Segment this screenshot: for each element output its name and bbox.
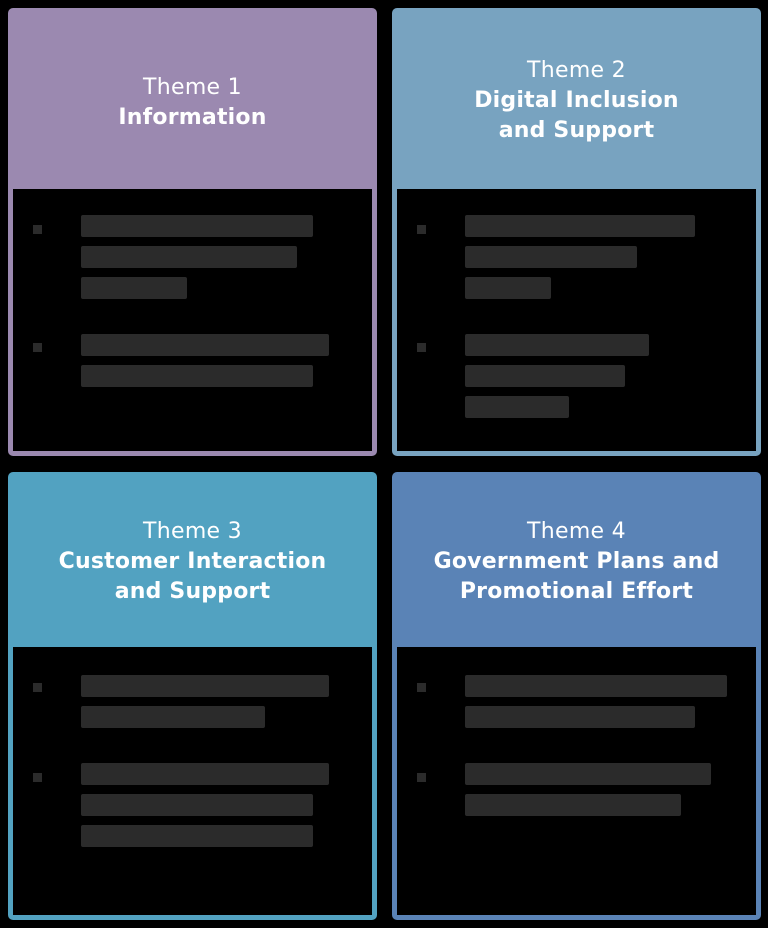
redacted-text-line [81, 825, 313, 847]
redacted-text-line [81, 334, 329, 356]
theme-body-4 [397, 647, 756, 915]
theme-header-1: Theme 1 Information [13, 13, 372, 189]
redacted-text-line [81, 763, 329, 785]
square-bullet-icon [31, 341, 45, 355]
theme-number: Theme 2 [527, 58, 626, 83]
redacted-text-line [465, 215, 695, 237]
theme-title: Digital Inclusion and Support [474, 88, 679, 143]
theme-number: Theme 4 [527, 519, 626, 544]
theme-number: Theme 1 [143, 75, 242, 100]
redacted-text-line [465, 277, 551, 299]
redacted-text-line [81, 794, 313, 816]
square-bullet-icon [31, 771, 45, 785]
theme-card-2: Theme 2 Digital Inclusion and Support [392, 8, 761, 456]
theme-card-4: Theme 4 Government Plans and Promotional… [392, 472, 761, 920]
redacted-text-line [465, 763, 711, 785]
redacted-text-line [465, 365, 625, 387]
theme-card-1: Theme 1 Information [8, 8, 377, 456]
redacted-text-line [81, 246, 297, 268]
theme-title: Government Plans and Promotional Effort [433, 549, 720, 604]
redacted-text-line [81, 365, 313, 387]
theme-header-2: Theme 2 Digital Inclusion and Support [397, 13, 756, 189]
square-bullet-icon [415, 341, 429, 355]
theme-title: Customer Interaction and Support [58, 549, 327, 604]
redacted-text-line [81, 277, 187, 299]
redacted-text-line [81, 675, 329, 697]
theme-body-3 [13, 647, 372, 915]
square-bullet-icon [31, 223, 45, 237]
redacted-text-line [465, 396, 569, 418]
redacted-text-line [465, 334, 649, 356]
redacted-text-line [465, 794, 681, 816]
square-bullet-icon [415, 223, 429, 237]
square-bullet-icon [31, 681, 45, 695]
redacted-text-line [81, 706, 265, 728]
redacted-text-line [465, 246, 637, 268]
theme-card-3: Theme 3 Customer Interaction and Support [8, 472, 377, 920]
square-bullet-icon [415, 681, 429, 695]
theme-number: Theme 3 [143, 519, 242, 544]
redacted-text-line [81, 215, 313, 237]
theme-body-2 [397, 189, 756, 451]
theme-title: Information [118, 105, 267, 130]
theme-header-3: Theme 3 Customer Interaction and Support [13, 477, 372, 647]
theme-body-1 [13, 189, 372, 451]
redacted-text-line [465, 675, 727, 697]
redacted-text-line [465, 706, 695, 728]
theme-header-4: Theme 4 Government Plans and Promotional… [397, 477, 756, 647]
square-bullet-icon [415, 771, 429, 785]
